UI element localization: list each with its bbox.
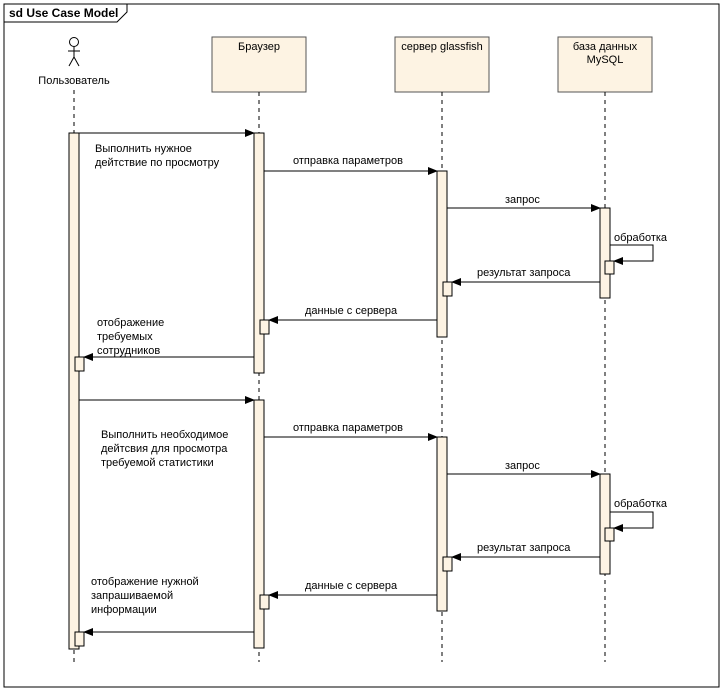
participant-database-label-line2: MySQL <box>587 54 624 66</box>
label-send-params-1: отправка параметров <box>293 155 403 167</box>
label-query-result-2: результат запроса <box>477 542 571 554</box>
activation-browser-2 <box>253 399 265 649</box>
label-processing-2: обработка <box>614 498 668 510</box>
activation-user-callback-2 <box>74 631 85 647</box>
label-server-data-1: данные с сервера <box>305 305 398 317</box>
msg-processing-1 <box>610 244 654 265</box>
activation-server-1 <box>436 170 448 338</box>
frame-title-tab <box>4 4 128 23</box>
label-display-1-line1: отображение <box>97 317 164 329</box>
activation-database-self-1 <box>604 260 615 275</box>
label-processing-1: обработка <box>614 232 668 244</box>
activation-user <box>68 132 80 650</box>
activation-browser-1 <box>253 132 265 374</box>
participant-browser-box <box>211 36 307 93</box>
messages-group-1 <box>79 129 654 361</box>
activation-database-1 <box>599 207 611 299</box>
participant-server-box <box>394 36 490 93</box>
label-display-2-line2: запрашиваемой <box>91 590 173 602</box>
label-display-1-line2: требуемых <box>97 331 153 343</box>
stick-figure-icon <box>68 37 80 67</box>
participant-server-label: сервер glassfish <box>401 41 483 53</box>
label-query-1: запрос <box>505 194 540 206</box>
label-display-2-line1: отображение нужной <box>91 576 199 588</box>
participant-browser: Браузер <box>211 36 307 93</box>
activation-browser-callback-2 <box>259 594 270 610</box>
label-request-2-line2: дейтсвия для просмотра <box>101 443 228 455</box>
activation-database-2 <box>599 473 611 575</box>
participant-server: сервер glassfish <box>394 36 490 93</box>
actor-user-label: Пользователь <box>38 75 110 87</box>
participant-database-label-line1: база данных <box>573 41 638 53</box>
activation-browser-callback-1 <box>259 319 270 335</box>
actor-user: Пользователь <box>38 37 110 87</box>
label-request-2-line3: требуемой статистики <box>101 457 214 469</box>
activations <box>68 132 615 650</box>
label-query-result-1: результат запроса <box>477 267 571 279</box>
label-request-1-line1: Выполнить нужное <box>95 143 192 155</box>
activation-database-self-2 <box>604 527 615 542</box>
label-server-data-2: данные с сервера <box>305 580 398 592</box>
activation-server-callback-2 <box>442 556 453 572</box>
label-request-2-line1: Выполнить необходимое <box>101 429 228 441</box>
label-query-2: запрос <box>505 460 540 472</box>
activation-user-callback-1 <box>74 356 85 372</box>
participant-database-box <box>557 36 653 93</box>
participant-browser-label: Браузер <box>238 41 280 53</box>
activation-server-2 <box>436 436 448 612</box>
label-request-1-line2: дейтствие по просмотру <box>95 157 220 169</box>
frame-title: sd Use Case Model <box>9 6 118 20</box>
participant-database: база данных MySQL <box>557 36 653 93</box>
label-display-2-line3: информации <box>91 604 157 616</box>
messages-group-2 <box>79 396 654 636</box>
msg-processing-2 <box>610 511 654 532</box>
label-send-params-2: отправка параметров <box>293 422 403 434</box>
label-display-1-line3: сотрудников <box>97 345 160 357</box>
activation-server-callback-1 <box>442 281 453 297</box>
